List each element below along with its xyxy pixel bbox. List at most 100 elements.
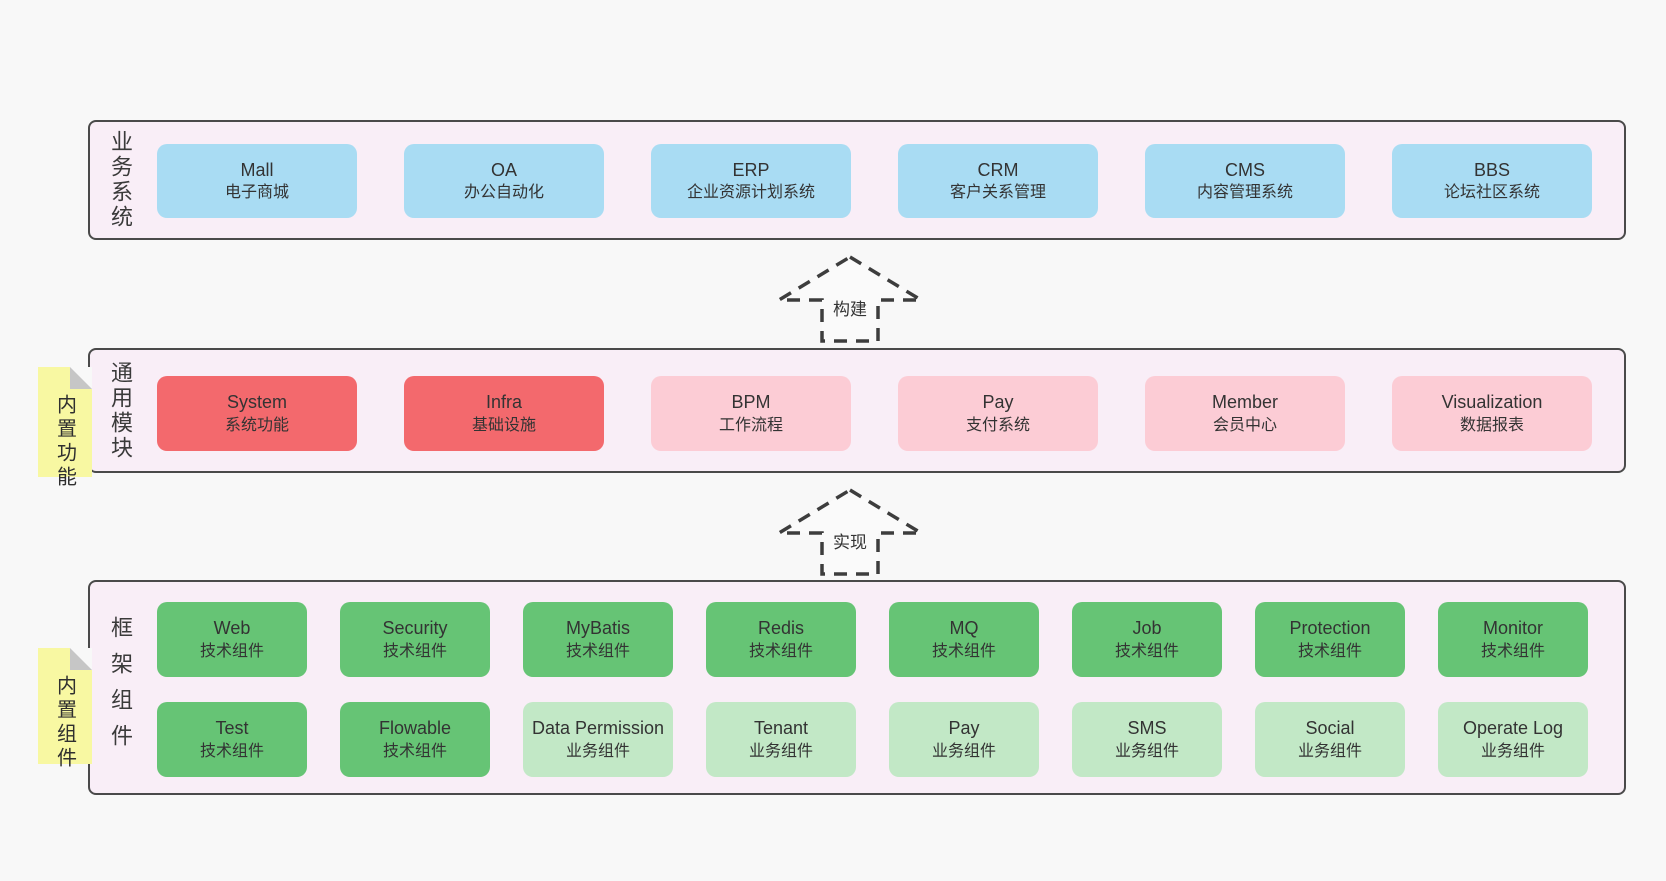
node-subtitle: 业务组件 [1297,742,1362,760]
node-title: Mall [240,159,274,180]
node-title: Tenant [753,718,809,739]
node-social: Social 业务组件 [1255,702,1405,777]
node-subtitle: 数据报表 [1459,416,1524,434]
node-bbs: BBS 论坛社区系统 [1392,144,1592,218]
sticky-note-label: 内置功能 [53,394,76,490]
node-mall: Mall 电子商城 [157,144,357,218]
node-subtitle: 企业资源计划系统 [686,184,815,202]
node-title: Infra [485,392,523,413]
up-arrow-icon [775,487,925,576]
node-security: Security 技术组件 [340,602,490,677]
node-mybatis: MyBatis 技术组件 [523,602,673,677]
node-title: Monitor [1482,618,1544,639]
common-modules-row: System 系统功能 Infra 基础设施 BPM 工作流程 Pay 支付系统 Member 会… [157,376,1592,451]
arrow-build: 构建 [775,253,925,345]
node-subtitle: 技术组件 [748,642,813,660]
node-title: BPM [731,392,771,413]
node-title: Member [1211,392,1278,413]
node-bpm: BPM 工作流程 [651,376,851,451]
node-title: Social [1305,718,1355,739]
node-title: MQ [949,618,979,639]
node-subtitle: 技术组件 [931,642,996,660]
node-title: System [226,392,287,413]
node-subtitle: 技术组件 [199,742,264,760]
node-title: CRM [977,159,1019,180]
node-subtitle: 技术组件 [382,642,447,660]
node-cms: CMS 内容管理系统 [1145,144,1345,218]
node-title: MyBatis [565,618,630,639]
node-subtitle: 技术组件 [1114,642,1179,660]
node-subtitle: 技术组件 [565,642,630,660]
node-tenant: Tenant 业务组件 [706,702,856,777]
node-subtitle: 支付系统 [965,416,1030,434]
node-title: Data Permission [531,718,665,739]
node-title: Web [213,618,251,639]
node-pay: Pay 支付系统 [898,376,1098,451]
node-subtitle: 内容管理系统 [1196,184,1293,202]
node-protection: Protection 技术组件 [1255,602,1405,677]
node-title: Pay [948,718,980,739]
node-sms: SMS 业务组件 [1072,702,1222,777]
layer-label-business-systems: 业务系统 [108,130,133,230]
folded-corner-icon [70,648,92,670]
node-subtitle: 电子商城 [224,184,289,202]
node-member: Member 会员中心 [1145,376,1345,451]
node-subtitle: 客户关系管理 [949,184,1046,202]
node-subtitle: 系统功能 [224,416,289,434]
node-title: OA [490,159,517,180]
node-web: Web 技术组件 [157,602,307,677]
node-subtitle: 业务组件 [1480,742,1545,760]
node-subtitle: 工作流程 [718,416,783,434]
node-title: Operate Log [1462,718,1564,739]
node-subtitle: 业务组件 [748,742,813,760]
sticky-note-label: 内置组件 [53,675,76,771]
node-subtitle: 会员中心 [1212,416,1277,434]
node-crm: CRM 客户关系管理 [898,144,1098,218]
node-title: ERP [732,159,770,180]
arrow-build-label: 构建 [833,300,867,319]
node-title: Pay [982,392,1014,413]
node-subtitle: 办公自动化 [463,184,544,202]
node-subtitle: 业务组件 [1114,742,1179,760]
layer-business-systems: 业务系统 Mall 电子商城 OA 办公自动化 ERP 企业资源计划系统 CRM 客户关系管理… [88,120,1626,240]
node-oa: OA 办公自动化 [404,144,604,218]
node-title: Security [382,618,448,639]
node-title: Test [215,718,249,739]
node-visualization: Visualization 数据报表 [1392,376,1592,451]
node-operate-log: Operate Log 业务组件 [1438,702,1588,777]
node-subtitle: 技术组件 [1297,642,1362,660]
folded-corner-icon [70,367,92,389]
node-monitor: Monitor 技术组件 [1438,602,1588,677]
node-title: Protection [1289,618,1371,639]
arrow-implement-label: 实现 [833,533,867,552]
node-system: System 系统功能 [157,376,357,451]
node-subtitle: 业务组件 [565,742,630,760]
node-title: Job [1132,618,1162,639]
node-infra: Infra 基础设施 [404,376,604,451]
node-subtitle: 基础设施 [471,416,536,434]
layer-label-framework-components: 框架组件 [108,615,133,760]
node-title: CMS [1225,159,1265,180]
node-job: Job 技术组件 [1072,602,1222,677]
business-systems-row: Mall 电子商城 OA 办公自动化 ERP 企业资源计划系统 CRM 客户关系管理 CMS 内容… [157,144,1592,218]
node-title: SMS [1127,718,1167,739]
node-subtitle: 技术组件 [1480,642,1545,660]
node-subtitle: 技术组件 [199,642,264,660]
up-arrow-icon [775,254,925,343]
arrow-implement: 实现 [775,486,925,578]
node-subtitle: 论坛社区系统 [1443,184,1540,202]
node-title: BBS [1473,159,1511,180]
node-subtitle: 技术组件 [382,742,447,760]
node-title: Visualization [1441,392,1543,413]
sticky-note-built-in-components: 内置组件 [38,648,92,771]
node-redis: Redis 技术组件 [706,602,856,677]
node-mq: MQ 技术组件 [889,602,1039,677]
node-data-permission: Data Permission 业务组件 [523,702,673,777]
node-title: Redis [757,618,805,639]
